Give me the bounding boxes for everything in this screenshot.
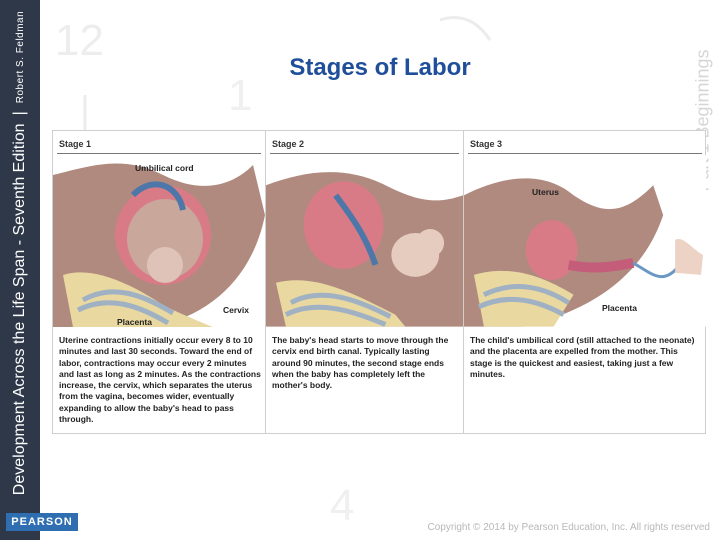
- stage-3-rule: [468, 153, 702, 154]
- stage-2-description: The baby's head starts to move through t…: [272, 335, 449, 391]
- svg-text:4: 4: [330, 481, 354, 530]
- labor-stages-figure: Stage 1 Umbilical cord Cervix Placenta U…: [52, 130, 706, 434]
- stage-1-rule: [57, 153, 261, 154]
- stage-1-label: Stage 1: [59, 139, 92, 149]
- stage-2-rule: [270, 153, 459, 154]
- callout-uterus: Uterus: [532, 187, 559, 197]
- stage-2-panel: Stage 2 The baby's head starts to move t…: [265, 131, 463, 433]
- stage-1-description: Uterine contractions initially occur eve…: [59, 335, 261, 425]
- stage-3-description: The child's umbilical cord (still attach…: [470, 335, 695, 379]
- stage-1-panel: Stage 1 Umbilical cord Cervix Placenta U…: [53, 131, 265, 433]
- pearson-logo: PEARSON: [6, 513, 78, 531]
- callout-placenta-3: Placenta: [602, 303, 637, 313]
- copyright-notice: Copyright © 2014 by Pearson Education, I…: [427, 522, 710, 533]
- stage-2-label: Stage 2: [272, 139, 305, 149]
- book-title: Development Across the Life Span - Seven…: [11, 122, 28, 495]
- stage-3-label: Stage 3: [470, 139, 503, 149]
- stage-2-illustration: [266, 155, 463, 327]
- callout-umbilical-cord: Umbilical cord: [135, 163, 194, 173]
- callout-placenta-1: Placenta: [117, 317, 152, 327]
- book-separator: |: [11, 110, 28, 115]
- stage-3-panel: Stage 3 Uterus Placenta The child's umbi…: [463, 131, 706, 433]
- slide-title: Stages of Labor: [289, 54, 471, 81]
- stage-1-illustration: [53, 155, 265, 327]
- book-sidebar: Development Across the Life Span - Seven…: [0, 0, 40, 540]
- callout-cervix: Cervix: [223, 305, 249, 315]
- stage-3-illustration: [464, 155, 706, 327]
